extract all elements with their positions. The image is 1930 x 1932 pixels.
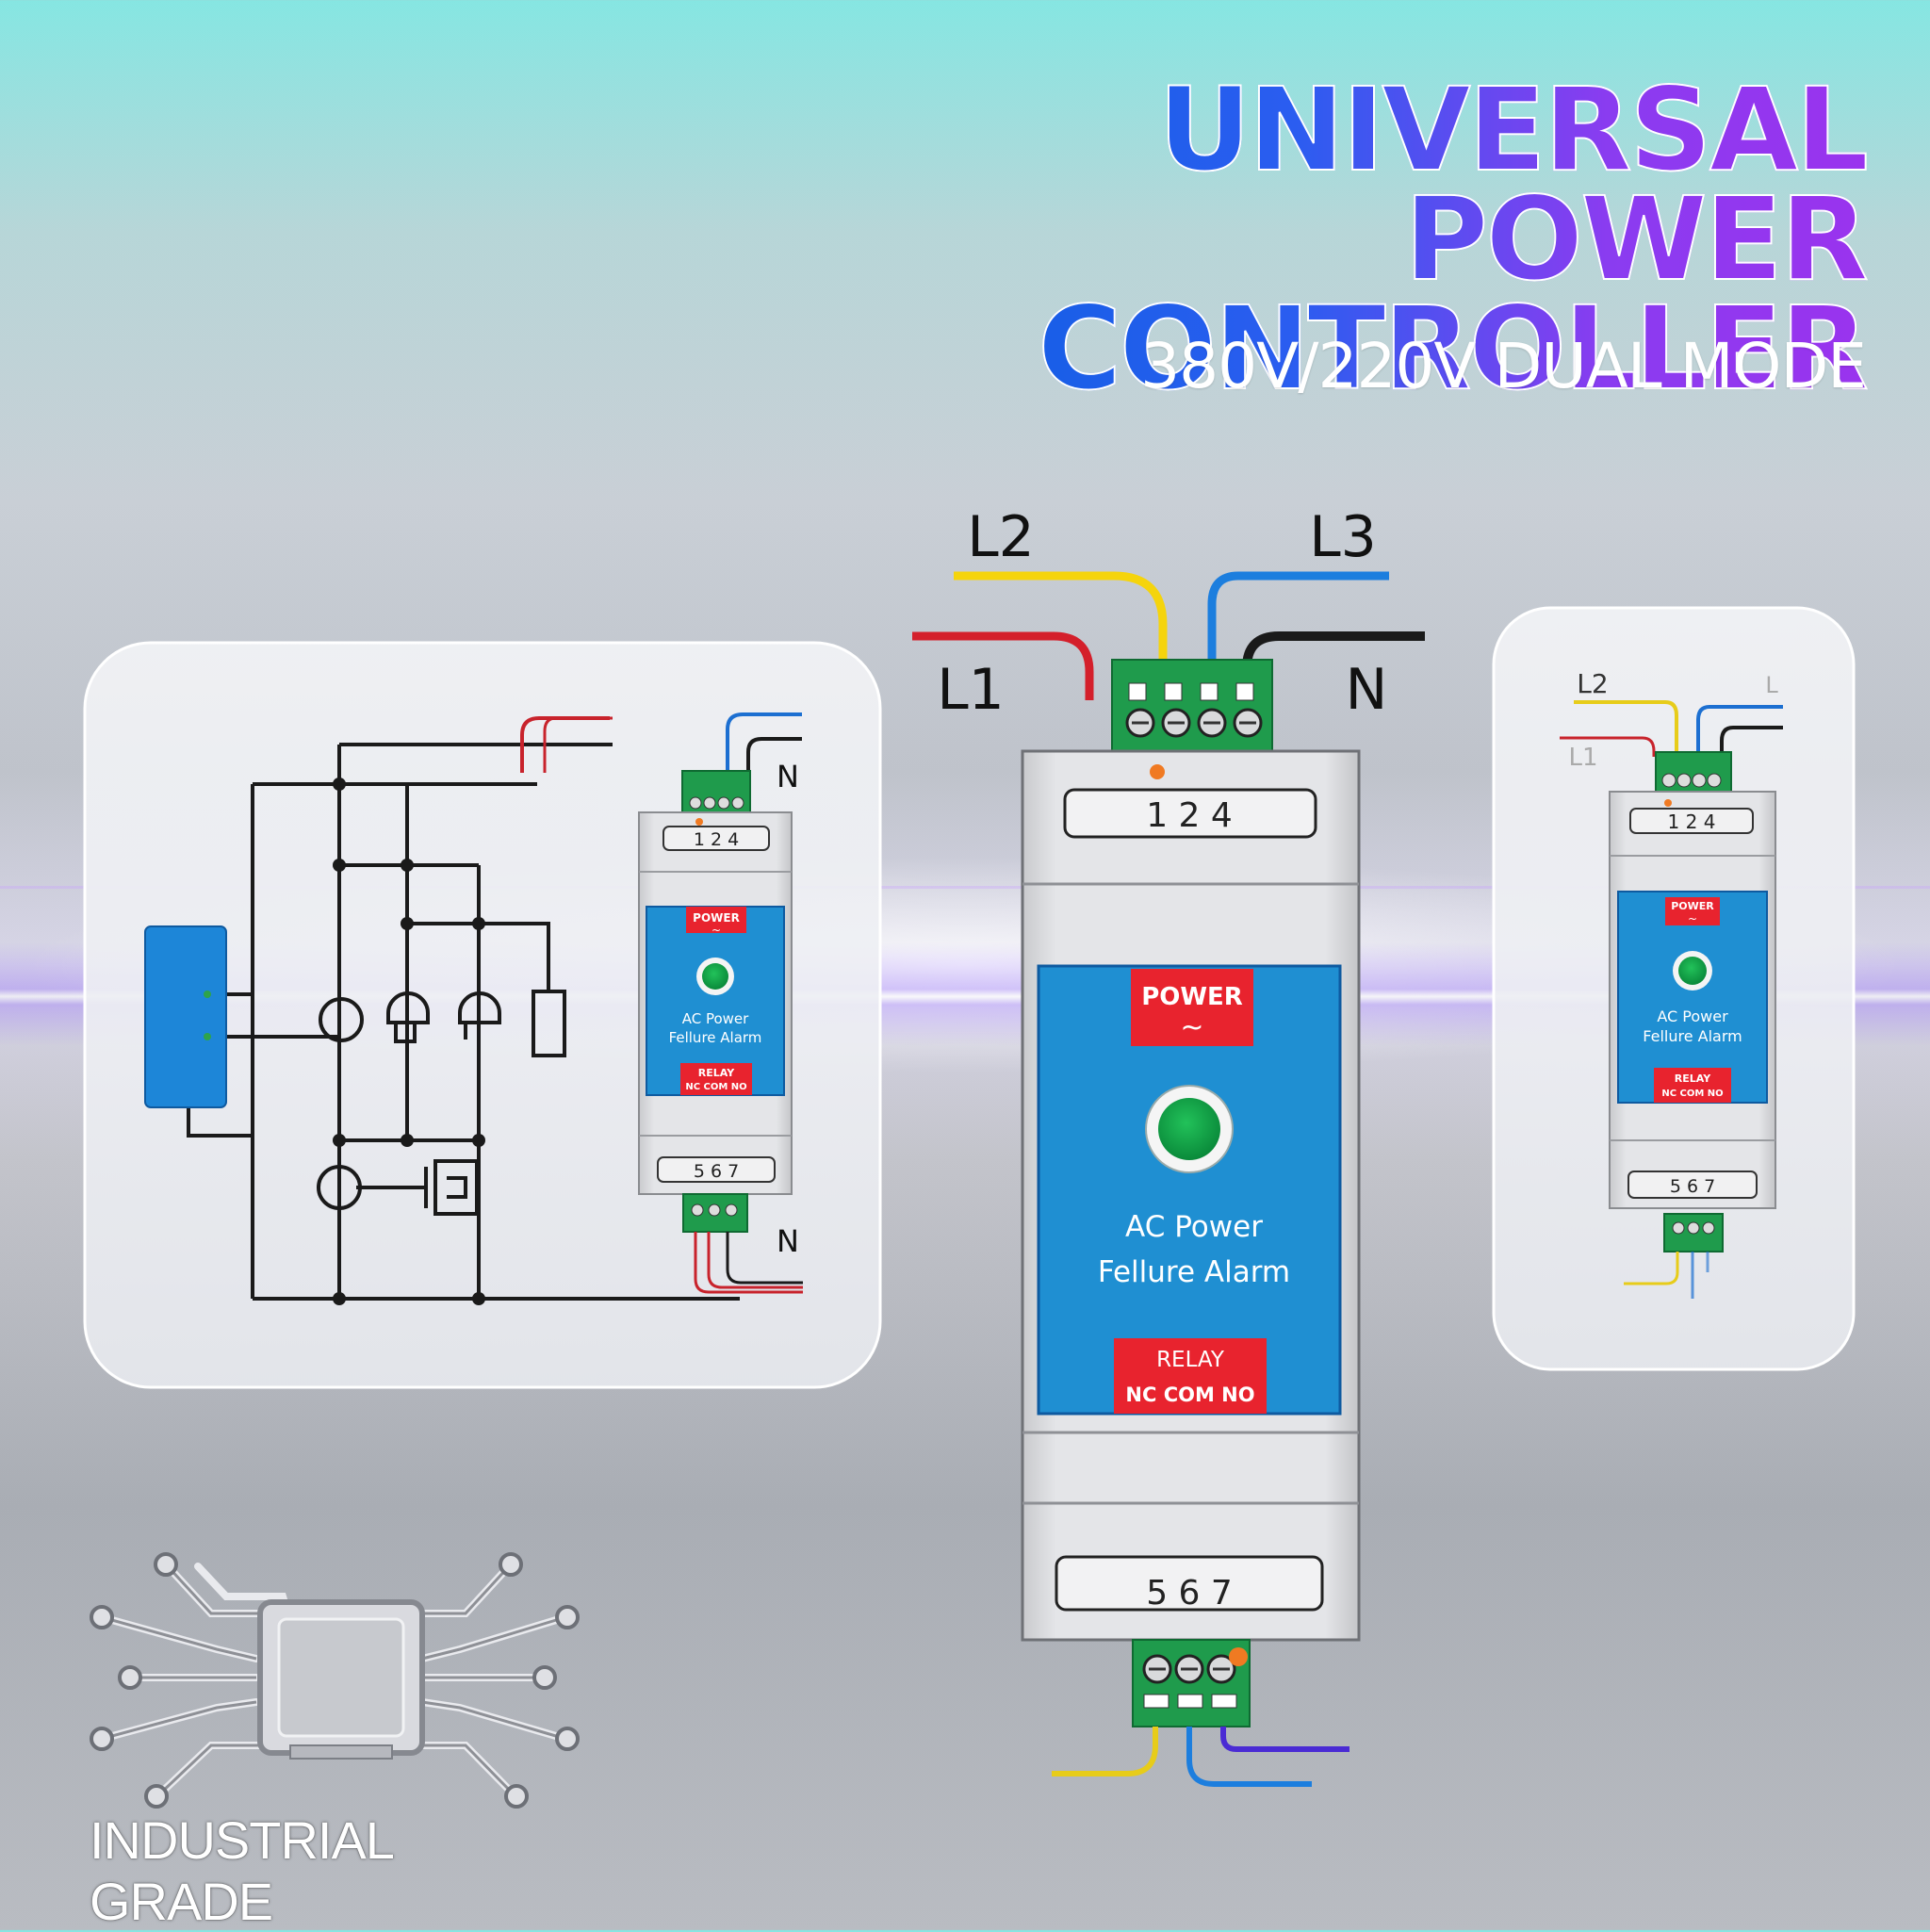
left-relay-contacts: NC COM NO	[685, 1082, 746, 1092]
relay-contacts: NC COM NO	[1125, 1384, 1254, 1406]
subtitle: 380V/220V DUAL MODE	[1140, 330, 1867, 402]
right-l-label: L	[1765, 672, 1778, 698]
left-power-label: POWER	[693, 911, 740, 925]
status-led	[1158, 1098, 1220, 1160]
right-l1-label: L1	[1568, 744, 1597, 772]
wire-l2	[954, 571, 1168, 700]
relay-wire-nc	[1052, 1727, 1158, 1776]
left-power-symbol: ~	[711, 924, 721, 937]
right-bottom-terminals: 5 6 7	[1670, 1176, 1715, 1197]
right-l2-label: L2	[1577, 668, 1608, 699]
left-wiring-panel: 1 2 4 POWER ~ AC Power Fellure Alarm REL…	[83, 641, 882, 1389]
top-terminal-numbers: 1 2 4	[1146, 796, 1233, 835]
left-bottom-n-label: N	[777, 1223, 799, 1259]
relay-label: RELAY	[1156, 1348, 1225, 1372]
relay-badge	[1114, 1338, 1267, 1414]
right-product-line1: AC Power	[1657, 1007, 1728, 1025]
relay-wire-no	[1220, 1727, 1349, 1752]
wire-l1	[912, 631, 1094, 700]
page-title: UNIVERSAL POWER CONTROLLER	[829, 63, 1870, 416]
product-name-line1: AC Power	[1125, 1210, 1263, 1244]
left-status-led	[702, 963, 728, 990]
schematic-diagram	[187, 743, 740, 1301]
product-name-line2: Fellure Alarm	[1098, 1255, 1290, 1289]
left-relay-label: RELAY	[698, 1067, 735, 1079]
title-line-2: CONTROLLER	[1037, 282, 1870, 416]
indicator-dot	[1150, 764, 1165, 779]
main-device: L2 L3 L1 N 1 2 4 POWER ~ AC Power Fellur…	[912, 504, 1425, 1787]
wire-label-l1: L1	[937, 657, 1005, 723]
left-mini-device: 1 2 4 POWER ~ AC Power Fellure Alarm REL…	[520, 712, 803, 1294]
right-power-label: POWER	[1671, 900, 1714, 912]
right-product-line2: Fellure Alarm	[1643, 1027, 1742, 1045]
right-relay-contacts: NC COM NO	[1661, 1089, 1723, 1099]
wire-label-l2: L2	[967, 504, 1035, 570]
wire-n	[1242, 631, 1425, 700]
right-device-panel: L2 L L1 1 2 4 POWER ~ AC Power Fellure A…	[1492, 606, 1856, 1371]
sensor-block	[144, 925, 227, 1108]
relay-wire-com	[1186, 1727, 1312, 1787]
left-product-line2: Fellure Alarm	[669, 1029, 762, 1046]
left-bottom-terminals: 5 6 7	[694, 1161, 739, 1182]
power-symbol: ~	[1180, 1011, 1203, 1044]
right-power-symbol: ~	[1688, 912, 1697, 925]
title-line-1: UNIVERSAL POWER	[1157, 63, 1870, 306]
left-product-line1: AC Power	[682, 1010, 749, 1027]
power-label: POWER	[1141, 983, 1243, 1011]
schematic-nodes	[333, 778, 485, 1305]
left-top-terminals: 1 2 4	[694, 829, 739, 850]
right-status-led	[1678, 957, 1707, 985]
left-top-n-label: N	[777, 759, 799, 794]
right-top-terminals: 1 2 4	[1668, 810, 1716, 833]
wire-label-l3: L3	[1309, 504, 1377, 570]
wire-l3	[1207, 571, 1389, 700]
power-badge	[1131, 969, 1253, 1046]
right-relay-label: RELAY	[1675, 1072, 1711, 1085]
bottom-terminal-numbers: 5 6 7	[1146, 1574, 1233, 1613]
wire-label-n: N	[1346, 657, 1388, 723]
chip-icon	[90, 1552, 580, 1809]
industrial-grade-label: INDUSTRIAL GRADE	[90, 1810, 393, 1931]
